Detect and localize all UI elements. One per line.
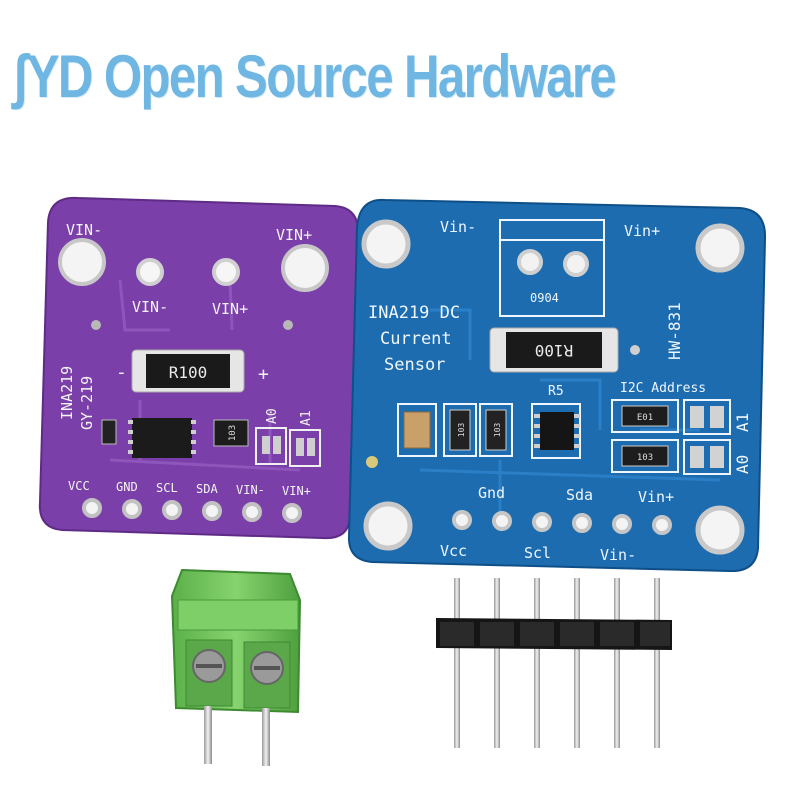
purple-hole-left — [58, 238, 106, 286]
blue-hole-tl — [361, 219, 411, 269]
blue-top-vin-plus: Vin+ — [624, 222, 660, 240]
blue-cap-label-2: 103 — [493, 423, 502, 438]
blue-resistor-label: R100 — [535, 341, 574, 360]
purple-resistor-label: R100 — [169, 363, 208, 382]
blue-title-sensor: Sensor — [384, 355, 445, 375]
purple-chip-mark: 103 — [228, 425, 238, 441]
blue-title-current: Current — [380, 329, 452, 349]
blue-terminal-outline — [499, 219, 605, 317]
purple-pin-gnd: GND — [116, 480, 138, 494]
blue-ic — [540, 412, 574, 450]
purple-pin-scl: SCL — [156, 481, 178, 495]
blue-pin-holes — [452, 510, 672, 535]
purple-side-gy219: GY-219 — [78, 376, 96, 430]
watermark-logo: ʃ — [12, 43, 28, 110]
blue-pin-sda: Sda — [566, 486, 593, 504]
blue-cap-label-1: 103 — [457, 423, 466, 438]
blue-i2c-address: I2C Address — [620, 381, 706, 396]
purple-jumper-a1: A1 — [299, 410, 314, 426]
blue-addr-a1: A1 — [733, 413, 752, 432]
purple-pin-sda: SDA — [196, 482, 218, 496]
purple-pin-vinminus: VIN- — [236, 483, 265, 497]
blue-pin-gnd: Gnd — [478, 484, 505, 502]
blue-model: HW-831 — [665, 302, 684, 360]
watermark-text: ʃYD Open Source Hardware — [12, 42, 617, 111]
purple-minus-sign: - — [116, 362, 127, 383]
blue-board: Vin- Vin+ 0904 R100 INA219 DC Current Se… — [347, 198, 767, 573]
watermark-label: YD Open Source Hardware — [26, 43, 617, 110]
purple-pin-holes — [82, 498, 302, 523]
blue-pin-vinminus: Vin- — [600, 546, 636, 564]
purple-hole-right — [281, 244, 329, 292]
purple-mid-vin-plus: VIN+ — [212, 300, 248, 318]
purple-side-ina219: INA219 — [58, 366, 76, 420]
blue-smd-103: 103 — [637, 453, 653, 463]
blue-addr-a0: A0 — [733, 455, 752, 474]
blue-ref-r5: R5 — [548, 384, 564, 399]
screw-terminal — [170, 568, 302, 766]
blue-hole-bl — [363, 501, 413, 551]
purple-top-vin-minus: VIN- — [66, 221, 102, 239]
blue-pin-vcc: Vcc — [440, 542, 467, 560]
purple-mid-vin-minus: VIN- — [132, 298, 168, 316]
blue-pin-vinplus: Vin+ — [638, 488, 674, 506]
purple-board: VIN- VIN+ VIN- VIN+ R100 - + INA219 GY-2… — [38, 196, 360, 540]
blue-top-vin-minus: Vin- — [440, 218, 476, 236]
blue-smd-e01: E01 — [637, 413, 653, 423]
blue-terminal-code: 0904 — [530, 291, 559, 305]
blue-hole-tr — [695, 223, 745, 273]
purple-pin-vcc: VCC — [68, 479, 90, 493]
purple-pin-vinplus: VIN+ — [282, 484, 311, 498]
blue-hole-br — [695, 505, 745, 555]
pin-header — [436, 578, 672, 748]
blue-title-ina219: INA219 DC — [368, 303, 460, 323]
purple-jumper-a0: A0 — [265, 408, 280, 424]
blue-pin-scl: Scl — [524, 544, 551, 562]
purple-ic — [132, 418, 192, 458]
purple-plus-sign: + — [258, 364, 269, 385]
purple-top-vin-plus: VIN+ — [276, 226, 312, 244]
blue-capacitor — [403, 411, 431, 449]
